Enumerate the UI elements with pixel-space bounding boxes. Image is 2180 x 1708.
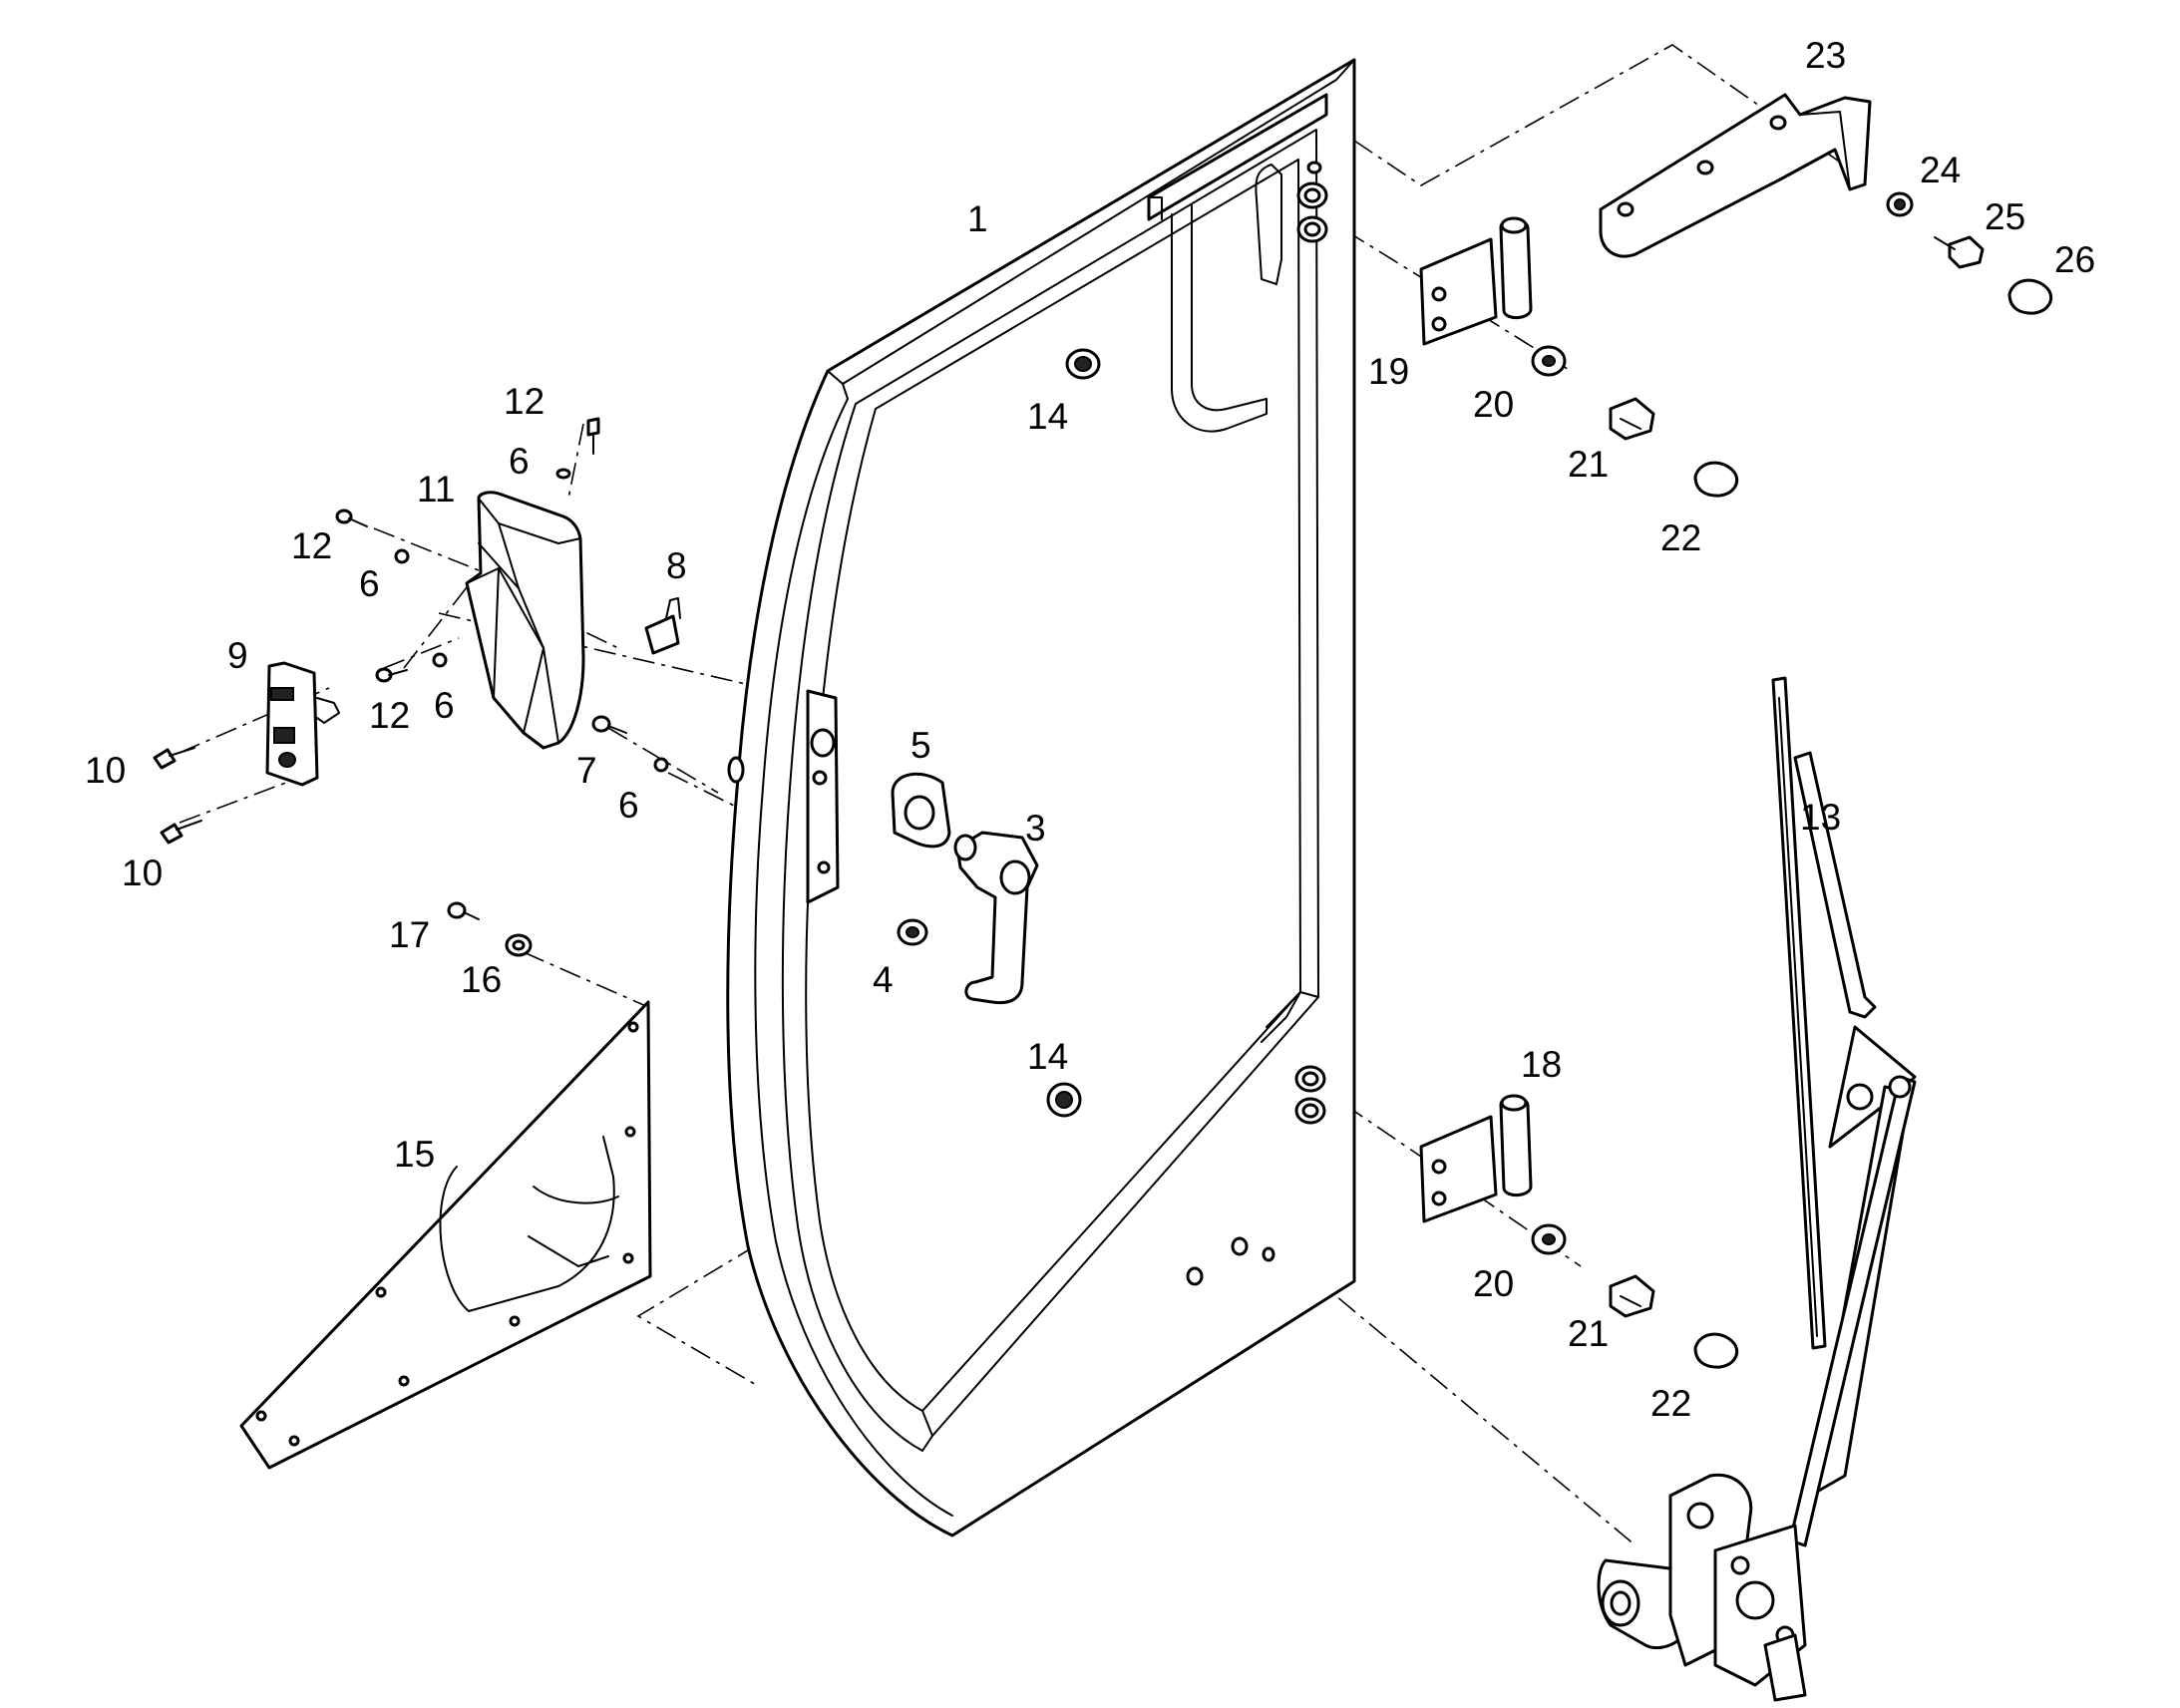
wiper-assembly	[1597, 676, 1917, 1702]
callout-label: 21	[1568, 444, 1609, 485]
callout-label: 13	[1800, 797, 1841, 838]
callout-label: 15	[394, 1134, 435, 1175]
clip-bracket	[644, 597, 681, 655]
callout-label: 8	[666, 545, 687, 586]
callout-label: 20	[1473, 1263, 1514, 1304]
screws	[153, 417, 627, 920]
lock-housing	[465, 491, 585, 750]
callout-label: 12	[369, 695, 410, 736]
callouts: 1 3 4 5 6 6 6 6 7 8 9 10 10 11 12 12 12 …	[85, 35, 2095, 1424]
callout-label: 24	[1920, 150, 1961, 190]
callout-label: 5	[910, 725, 931, 766]
callout-label: 14	[1027, 396, 1068, 437]
hinge-top	[1419, 216, 1533, 346]
callout-label: 10	[85, 750, 126, 791]
mount-bracket	[1599, 93, 1872, 258]
callout-label: 1	[967, 198, 988, 239]
callout-label: 6	[618, 785, 639, 826]
hinge-washers	[1531, 345, 1567, 1255]
callout-label: 6	[434, 685, 455, 726]
callout-label: 22	[1650, 1383, 1691, 1424]
callout-label: 7	[576, 750, 597, 791]
callout-label: 10	[122, 853, 163, 893]
door-handle	[953, 831, 1039, 1005]
callout-label: 19	[1368, 351, 1409, 392]
callout-label: 20	[1473, 384, 1514, 425]
callout-label: 9	[227, 635, 248, 676]
callout-label: 25	[1985, 196, 2025, 237]
handle-washer	[897, 918, 928, 946]
bracket-fasteners	[1886, 191, 1985, 269]
grommets	[1046, 348, 1101, 1118]
callout-label: 22	[1660, 517, 1701, 558]
callout-label: 4	[873, 959, 894, 1000]
callout-label: 14	[1027, 1036, 1068, 1077]
callout-label: 6	[359, 563, 380, 604]
callout-label: 16	[461, 959, 502, 1000]
callout-label: 18	[1521, 1044, 1562, 1085]
callout-label: 23	[1805, 35, 1846, 76]
hinge-bolts	[1609, 397, 1655, 1318]
callout-label: 6	[509, 441, 530, 482]
callout-label: 26	[2054, 239, 2095, 280]
callout-label: 11	[417, 469, 455, 510]
callout-label: 12	[291, 525, 332, 566]
lock-body	[265, 661, 340, 787]
door-frame	[726, 58, 1356, 1537]
callout-label: 17	[389, 914, 430, 955]
small-washers	[394, 468, 669, 957]
hinge-bottom	[1419, 1094, 1533, 1223]
trim-panel	[239, 1000, 652, 1470]
bolt-caps	[1693, 278, 2053, 1369]
callout-label: 12	[504, 381, 545, 422]
callout-label: 21	[1568, 1313, 1609, 1354]
handle-bezel	[891, 772, 951, 849]
callout-label: 3	[1025, 808, 1046, 849]
